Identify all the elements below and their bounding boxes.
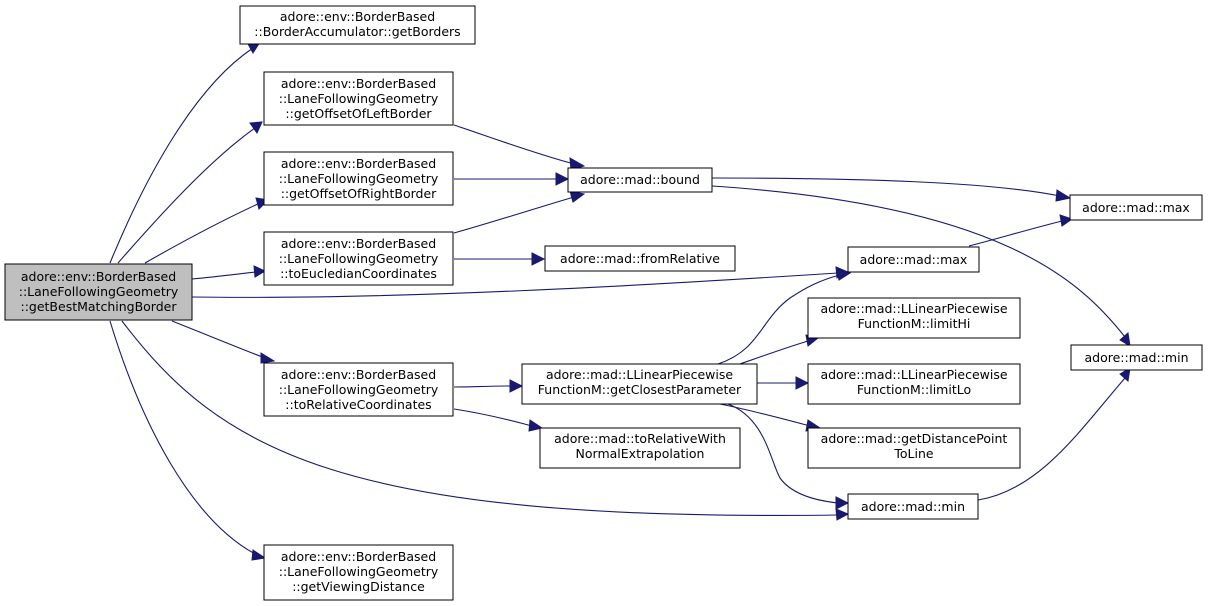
node-toEucledianCoordinates[interactable]: adore::env::BorderBased ::LaneFollowingG… bbox=[263, 231, 454, 286]
edge-toRelativeCoordinates-to-toRelativeWithNormalExtrapolation bbox=[453, 408, 544, 432]
node-label-line: adore::mad::fromRelative bbox=[560, 251, 720, 266]
node-label-line: adore::mad::max bbox=[860, 252, 968, 267]
node-label-line: ::LaneFollowingGeometry bbox=[279, 564, 439, 579]
node-label-line: adore::env::BorderBased bbox=[281, 367, 436, 382]
node-label-line: ::getBestMatchingBorder bbox=[20, 299, 177, 314]
node-label-line: ToLine bbox=[893, 446, 934, 461]
node-bound[interactable]: adore::mad::bound bbox=[567, 167, 713, 193]
edge-getClosestParameter-to-limitLo bbox=[757, 376, 810, 390]
node-label-line: adore::env::BorderBased bbox=[281, 549, 436, 564]
node-label-line: ::getOffsetOfLeftBorder bbox=[285, 106, 432, 121]
edge-root-to-toEucledianCoordinates bbox=[191, 265, 267, 280]
edge-root-to-getBorders bbox=[109, 41, 261, 264]
node-label-line: adore::env::BorderBased bbox=[281, 156, 436, 171]
edge-getClosestParameter-to-limitHi bbox=[739, 334, 820, 365]
node-label-line: ::toEucledianCoordinates bbox=[280, 266, 437, 281]
node-label-line: NormalExtrapolation bbox=[576, 446, 705, 461]
node-label-line: adore::env::BorderBased bbox=[281, 76, 436, 91]
node-label-line: ::getOffsetOfRightBorder bbox=[281, 186, 437, 201]
edge-min-mid-to-min-right bbox=[977, 367, 1131, 501]
node-label-line: FunctionM::limitHi bbox=[858, 316, 971, 331]
edge-getClosestParameter-to-max-mid bbox=[717, 268, 852, 365]
node-label-line: adore::mad::min bbox=[861, 499, 965, 514]
node-label-line: ::LaneFollowingGeometry bbox=[279, 171, 439, 186]
node-getClosestParameter[interactable]: adore::mad::LLinearPiecewise FunctionM::… bbox=[521, 363, 758, 405]
edge-bound-to-min-right bbox=[711, 185, 1131, 347]
node-getBestMatchingBorder[interactable]: adore::env::BorderBased ::LaneFollowingG… bbox=[4, 263, 193, 321]
node-getViewingDistance[interactable]: adore::env::BorderBased ::LaneFollowingG… bbox=[263, 544, 454, 601]
node-label-line: FunctionM::getClosestParameter bbox=[538, 382, 742, 397]
node-toRelativeWithNormalExtrapolation[interactable]: adore::mad::toRelativeWith NormalExtrapo… bbox=[539, 427, 741, 469]
edge-root-to-min-mid bbox=[121, 320, 850, 521]
edge-root-to-toRelativeCoordinates bbox=[171, 320, 276, 364]
edge-toEucledianCoordinates-to-bound bbox=[453, 190, 586, 234]
node-getBorders[interactable]: adore::env::BorderBased ::BorderAccumula… bbox=[239, 5, 476, 45]
edge-root-to-getOffsetOfLeftBorder bbox=[117, 121, 263, 264]
node-label-line: adore::mad::LLinearPiecewise bbox=[546, 367, 733, 382]
node-toRelativeCoordinates[interactable]: adore::env::BorderBased ::LaneFollowingG… bbox=[263, 362, 454, 417]
edge-getOffsetOfLeftBorder-to-bound bbox=[453, 124, 586, 171]
node-label-line: adore::mad::min bbox=[1085, 350, 1189, 365]
node-label-line: adore::env::BorderBased bbox=[21, 269, 176, 284]
node-min-mid[interactable]: adore::mad::min bbox=[847, 493, 979, 520]
node-label-line: adore::env::BorderBased bbox=[280, 9, 435, 24]
node-label-line: adore::mad::max bbox=[1082, 200, 1190, 215]
edge-toEucledianCoordinates-to-fromRelative bbox=[454, 252, 546, 266]
node-label-line: adore::mad::LLinearPiecewise bbox=[820, 367, 1007, 382]
node-getDistancePointToLine[interactable]: adore::mad::getDistancePoint ToLine bbox=[807, 427, 1021, 469]
node-min-right[interactable]: adore::mad::min bbox=[1070, 344, 1203, 371]
node-label-line: adore::mad::bound bbox=[580, 172, 700, 187]
node-label-line: adore::mad::getDistancePoint bbox=[821, 431, 1008, 446]
edge-root-to-getViewingDistance bbox=[109, 320, 267, 561]
edge-getClosestParameter-to-getDistancePointToLine bbox=[719, 403, 822, 432]
node-label-line: ::LaneFollowingGeometry bbox=[279, 251, 439, 266]
node-getOffsetOfLeftBorder[interactable]: adore::env::BorderBased ::LaneFollowingG… bbox=[263, 71, 454, 126]
edge-bound-to-max-right bbox=[711, 177, 1072, 202]
call-edges bbox=[109, 41, 1131, 561]
node-label-line: adore::mad::toRelativeWith bbox=[554, 431, 726, 446]
edge-getClosestParameter-to-min-mid bbox=[727, 403, 850, 510]
node-getOffsetOfRightBorder[interactable]: adore::env::BorderBased ::LaneFollowingG… bbox=[263, 151, 454, 206]
node-label-line: ::LaneFollowingGeometry bbox=[279, 382, 439, 397]
edge-root-to-getOffsetOfRightBorder bbox=[144, 197, 270, 264]
function-nodes: adore::env::BorderBased ::LaneFollowingG… bbox=[4, 5, 1203, 601]
node-label-line: adore::env::BorderBased bbox=[281, 236, 436, 251]
edge-max-mid-to-max-right bbox=[968, 214, 1074, 247]
node-label-line: adore::mad::LLinearPiecewise bbox=[820, 301, 1007, 316]
edge-toRelativeCoordinates-to-getClosestParameter bbox=[453, 379, 524, 393]
node-label-line: FunctionM::limitLo bbox=[857, 382, 971, 397]
node-fromRelative[interactable]: adore::mad::fromRelative bbox=[544, 245, 736, 272]
node-label-line: ::getViewingDistance bbox=[292, 579, 425, 594]
node-label-line: ::LaneFollowingGeometry bbox=[279, 91, 439, 106]
node-max-mid[interactable]: adore::mad::max bbox=[847, 246, 980, 273]
node-limitLo[interactable]: adore::mad::LLinearPiecewise FunctionM::… bbox=[807, 363, 1021, 405]
node-label-line: ::toRelativeCoordinates bbox=[285, 397, 431, 412]
node-label-line: ::BorderAccumulator::getBorders bbox=[254, 24, 460, 39]
edge-getOffsetOfRightBorder-to-bound bbox=[454, 172, 570, 186]
node-label-line: ::LaneFollowingGeometry bbox=[19, 284, 179, 299]
node-max-right[interactable]: adore::mad::max bbox=[1069, 194, 1203, 221]
node-limitHi[interactable]: adore::mad::LLinearPiecewise FunctionM::… bbox=[807, 297, 1021, 339]
